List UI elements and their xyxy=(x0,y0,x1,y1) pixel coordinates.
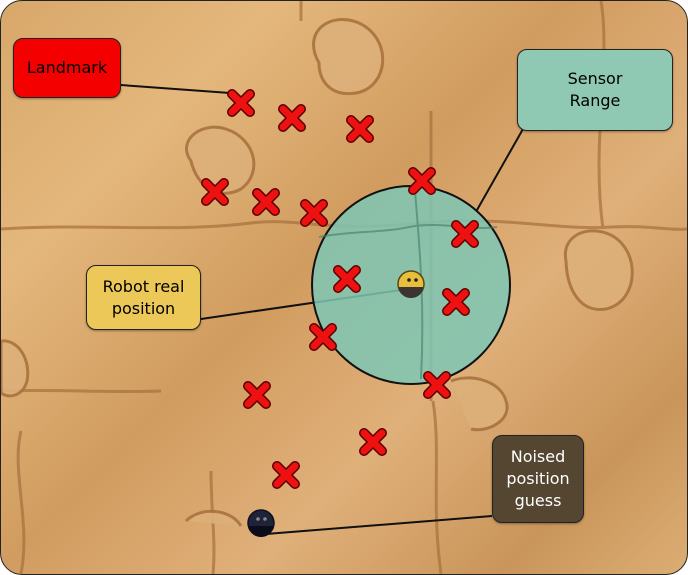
red-cross-icon xyxy=(227,89,255,117)
red-cross-icon xyxy=(423,371,451,399)
robot-ghost-icon xyxy=(247,509,275,537)
noised-leader xyxy=(265,515,493,535)
red-cross-icon xyxy=(309,323,337,351)
puzzle-knobs xyxy=(1,18,634,527)
robot-real-position-label: Robot real position xyxy=(86,265,201,330)
sensor-leader xyxy=(476,128,524,211)
noised-position-guess-label: Noised position guess xyxy=(492,435,584,523)
red-cross-icon xyxy=(442,288,470,316)
red-cross-icon xyxy=(201,178,229,206)
landmark-markers xyxy=(201,89,479,489)
red-cross-icon xyxy=(346,115,374,143)
red-cross-icon xyxy=(278,104,306,132)
red-cross-icon xyxy=(300,199,328,227)
red-cross-icon xyxy=(252,188,280,216)
landmark-leader xyxy=(120,84,231,94)
red-cross-icon xyxy=(408,167,436,195)
red-cross-icon xyxy=(243,381,271,409)
red-cross-icon xyxy=(359,428,387,456)
robot-icon xyxy=(397,270,425,298)
red-cross-icon xyxy=(451,220,479,248)
red-cross-icon xyxy=(272,461,300,489)
sensor-range-label: Sensor Range xyxy=(517,49,673,131)
landmark-label: Landmark xyxy=(13,38,121,98)
red-cross-icon xyxy=(333,265,361,293)
